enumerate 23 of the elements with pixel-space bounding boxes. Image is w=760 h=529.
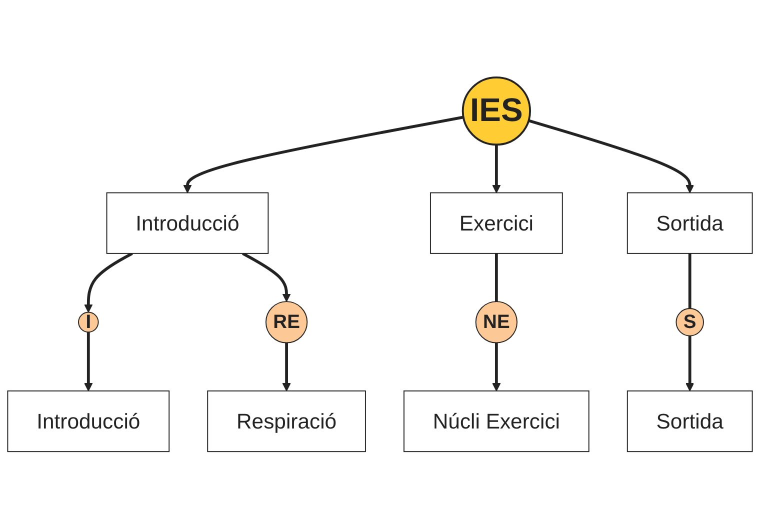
arrow <box>242 252 291 302</box>
node-circle: RE <box>265 301 308 344</box>
node-circle: NE <box>475 301 518 344</box>
node-box: Introducció <box>106 192 269 254</box>
node-circle: S <box>676 308 704 336</box>
node-box: Respiració <box>207 390 366 452</box>
arrow <box>84 252 133 313</box>
arrow <box>528 119 694 194</box>
node-box: Introducció <box>7 390 170 452</box>
node-box: Sortida <box>626 192 753 254</box>
arrow <box>492 144 501 194</box>
arrow <box>84 332 93 392</box>
arrow <box>282 342 291 392</box>
arrow <box>183 116 464 194</box>
connector <box>688 253 692 309</box>
node-box: Núcli Exercici <box>404 390 590 452</box>
arrow <box>686 336 694 392</box>
node-circle: I <box>78 312 99 333</box>
node-box: Sortida <box>626 390 753 452</box>
arrow <box>492 342 501 392</box>
connector <box>494 253 498 302</box>
node-circle: IES <box>462 76 531 146</box>
node-box: Exercici <box>430 192 563 254</box>
